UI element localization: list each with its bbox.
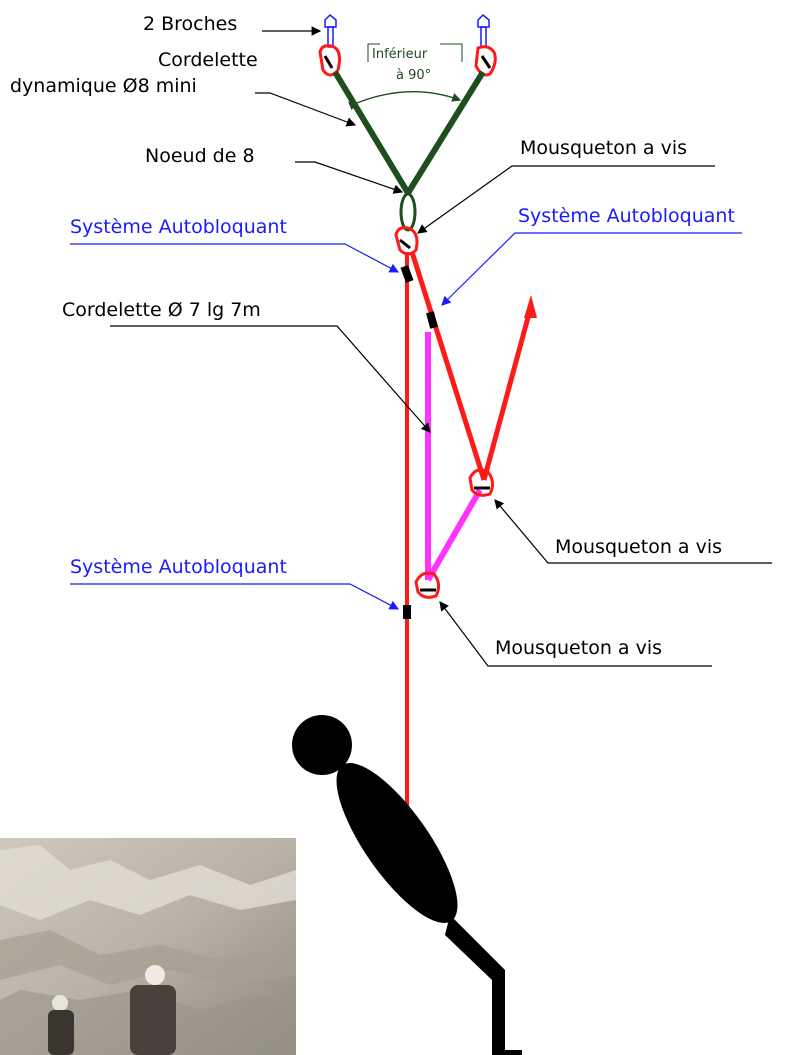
label-cordelette-7: Cordelette Ø 7 lg 7m bbox=[62, 299, 261, 321]
leader-cordelette-dyn bbox=[255, 93, 355, 125]
cordelette-7mm bbox=[428, 332, 480, 580]
leader-noeud bbox=[295, 162, 402, 192]
leader-cordelette-7 bbox=[110, 326, 430, 432]
autobloquant-knot-right bbox=[426, 311, 438, 329]
dynamic-cord-legs bbox=[335, 72, 483, 193]
figure-eight-knot bbox=[401, 194, 415, 230]
angle-arc bbox=[357, 92, 460, 103]
label-noeud: Noeud de 8 bbox=[145, 145, 255, 167]
leader-autobloquant-left-top bbox=[70, 244, 398, 272]
angle-label-line2: à 90° bbox=[396, 68, 431, 83]
label-mousqueton-top: Mousqueton a vis bbox=[520, 137, 687, 159]
label-autobloquant-right-top: Système Autobloquant bbox=[518, 205, 735, 227]
label-autobloquant-left-top: Système Autobloquant bbox=[70, 216, 287, 238]
anchor-bolt-right bbox=[478, 15, 489, 47]
label-cordelette-dyn-line2: dynamique Ø8 mini bbox=[10, 75, 197, 97]
anchor-bolt-left bbox=[325, 15, 336, 47]
carabiner-anchor-right bbox=[476, 47, 495, 75]
label-broches: 2 Broches bbox=[143, 13, 237, 35]
carabiner-main-top bbox=[396, 228, 417, 254]
leader-autobloquant-right-top bbox=[442, 233, 742, 305]
autobloquant-knot-bottom bbox=[403, 605, 411, 619]
carabiner-anchor-left bbox=[320, 46, 340, 75]
label-mousqueton-mid: Mousqueton a vis bbox=[555, 536, 722, 558]
autobloquant-knot-top bbox=[401, 265, 414, 283]
angle-label-line1: Inférieur bbox=[372, 47, 428, 62]
label-mousqueton-bottom: Mousqueton a vis bbox=[495, 637, 662, 659]
label-autobloquant-left-bottom: Système Autobloquant bbox=[70, 556, 287, 578]
label-cordelette-dyn-line1: Cordelette bbox=[158, 49, 258, 71]
leader-autobloquant-left-bottom bbox=[70, 584, 398, 609]
photo-rock-face bbox=[0, 838, 296, 1055]
